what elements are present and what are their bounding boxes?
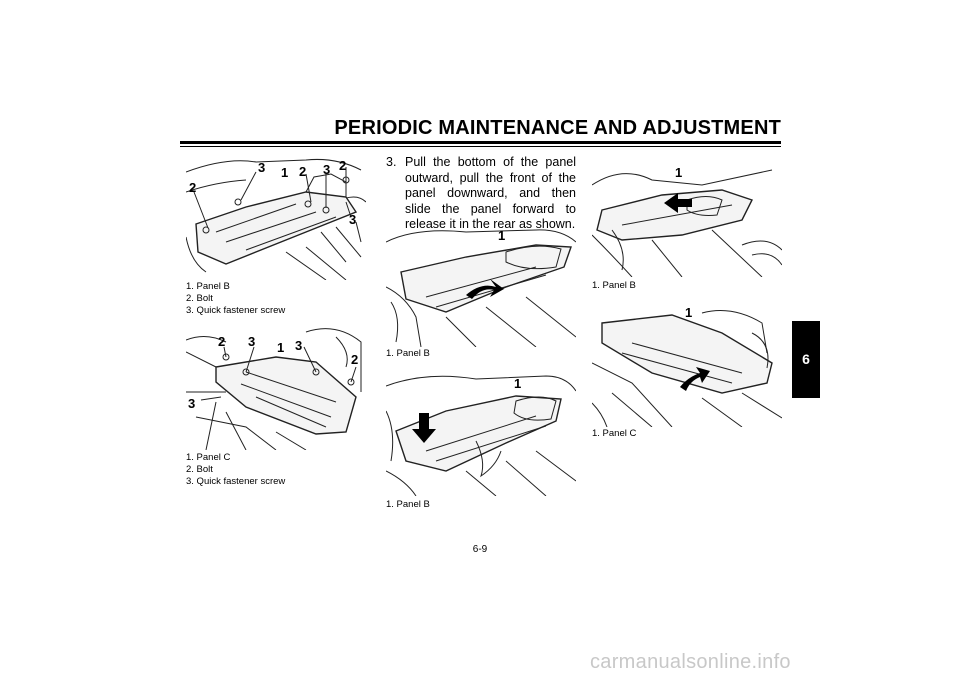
figure-pull-panel-b-outward: 1 (386, 227, 576, 347)
figure4-caption: 1. Panel B (386, 499, 430, 510)
header-rule-thin (180, 146, 781, 147)
callout-3: 3 (248, 334, 255, 349)
page-number: 6-9 (472, 544, 488, 555)
motorcycle-panel-b-illustration: 3 1 2 3 2 2 3 (186, 158, 366, 280)
caption-item: 2. Bolt (186, 293, 213, 304)
callout-2: 2 (299, 164, 306, 179)
step-number: 3. (386, 155, 397, 169)
caption-item: 2. Bolt (186, 464, 213, 475)
figure6-caption: 1. Panel C (592, 428, 637, 439)
figure-panel-b-fasteners: 3 1 2 3 2 2 3 (186, 152, 366, 280)
callout-3: 3 (188, 396, 195, 411)
caption-item: 1. Panel B (186, 281, 230, 292)
callout-1: 1 (685, 305, 692, 320)
callout-2: 2 (189, 180, 196, 195)
callout-1: 1 (277, 340, 284, 355)
figure-slide-panel-b-forward: 1 (592, 155, 782, 277)
caption-item: 3. Quick fastener screw (186, 476, 286, 487)
callout-2: 2 (339, 158, 346, 173)
callout-2: 2 (218, 334, 225, 349)
figure-panel-c-removal: 1 (592, 303, 782, 427)
figure5-caption: 1. Panel B (592, 280, 636, 291)
page-title: PERIODIC MAINTENANCE AND ADJUSTMENT (334, 117, 781, 139)
callout-3: 3 (323, 162, 330, 177)
figure-panel-c-fasteners: 2 3 1 3 2 3 (186, 322, 366, 450)
caption-item: 3. Quick fastener screw (186, 305, 286, 316)
caption-item: 1. Panel C (186, 452, 231, 463)
step-3: 3. Pull the bottom of the panel outward,… (386, 155, 576, 233)
callout-3: 3 (258, 160, 265, 175)
callout-1: 1 (675, 165, 682, 180)
callout-1: 1 (514, 376, 521, 391)
figure-pull-panel-b-down: 1 (386, 371, 576, 496)
chapter-tab: 6 (792, 321, 820, 398)
callout-2: 2 (351, 352, 358, 367)
callout-1: 1 (281, 165, 288, 180)
callout-1: 1 (498, 228, 505, 243)
watermark: carmanualsonline.info (590, 651, 791, 673)
figure3-caption: 1. Panel B (386, 348, 430, 359)
figure2-caption: 1. Panel C 2. Bolt 3. Quick fastener scr… (186, 452, 285, 488)
callout-3: 3 (349, 212, 356, 227)
callout-3: 3 (295, 338, 302, 353)
figure1-caption: 1. Panel B 2. Bolt 3. Quick fastener scr… (186, 281, 285, 317)
step-text: Pull the bottom of the panel outward, pu… (405, 155, 576, 231)
motorcycle-panel-c-illustration: 2 3 1 3 2 3 (186, 328, 362, 450)
header-rule (180, 141, 781, 144)
